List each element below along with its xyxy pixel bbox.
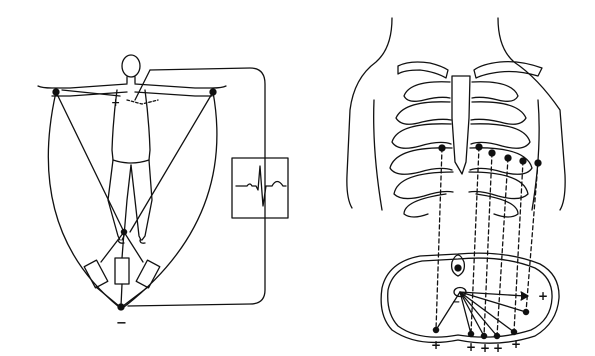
la-arc <box>124 92 217 307</box>
resistor-center <box>115 258 129 284</box>
chest-leads-diagram <box>347 18 565 343</box>
limb-leads-diagram <box>38 55 288 310</box>
einthoven-minus-sign: − <box>116 316 127 331</box>
chest-plus-sign-4: + <box>493 341 503 355</box>
chest-plus-sign-1: + <box>431 338 441 352</box>
human-figure <box>38 55 226 243</box>
resistor-left <box>84 260 108 288</box>
resistor-right <box>136 260 160 288</box>
torso-outline <box>347 18 392 208</box>
ecg-trace <box>236 166 286 206</box>
chest-plus-sign-5: + <box>511 337 521 351</box>
chest-minus-sign: − <box>452 297 460 308</box>
chest-plus-sign-3: + <box>480 341 490 355</box>
einthoven-plus-sign: + <box>111 96 120 109</box>
chest-plus-sign-right: + <box>538 289 548 303</box>
left-clavicle <box>398 62 448 78</box>
heart-lead-dash <box>127 100 158 104</box>
chest-plus-sign-2: + <box>466 340 476 354</box>
sternum <box>452 76 470 174</box>
cable-loop <box>128 68 265 306</box>
